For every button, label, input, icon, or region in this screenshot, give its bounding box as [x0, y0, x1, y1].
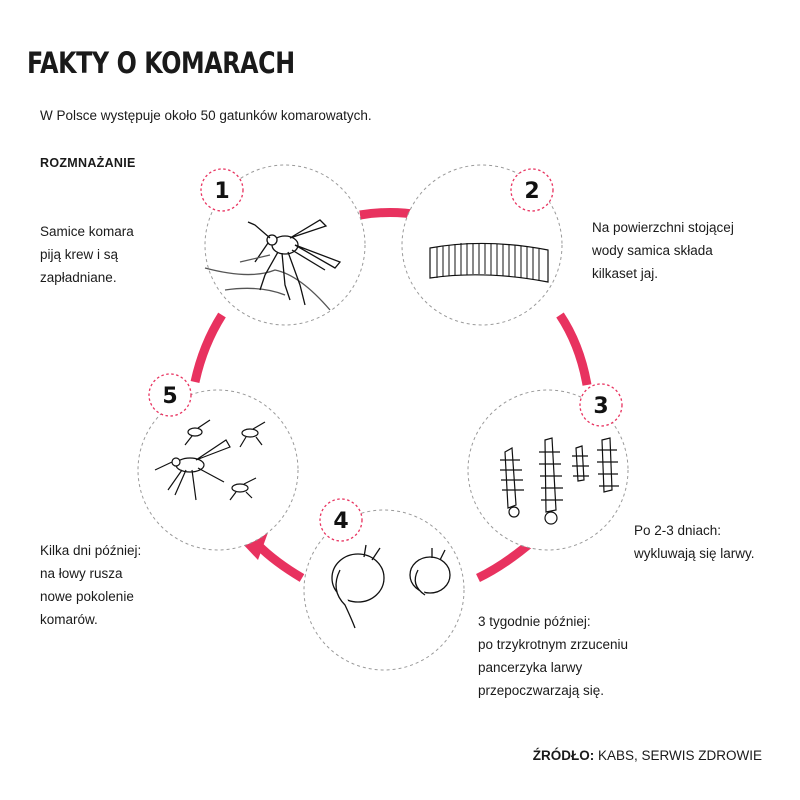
section-heading: ROZMNAŻANIE — [40, 156, 136, 170]
step-4-text: 3 tygodnie później: po trzykrotnym zrzuc… — [478, 614, 629, 698]
cycle-arc-4-5 — [254, 541, 305, 582]
step-1-number: 1 — [214, 179, 229, 204]
step-5-circle — [137, 389, 299, 551]
step-5-number: 5 — [162, 384, 177, 409]
step-4-number: 4 — [333, 509, 348, 534]
larvae-icon — [500, 437, 619, 525]
step-3-text: Po 2-3 dniach: wykluwają się larwy. — [634, 523, 755, 561]
step-5-text: Kilka dni później: na łowy rusza nowe po… — [40, 543, 142, 627]
source-value: KABS, SERWIS ZDROWIE — [597, 748, 762, 763]
page-title: FAKTY O KOMARACH — [27, 46, 295, 80]
step-1-text: Samice komara piją krew i są zapładniane… — [40, 224, 134, 285]
pupae-icon — [331, 544, 451, 629]
cycle-arc-5-1 — [190, 312, 226, 383]
source-label: ŹRÓDŁO: — [532, 748, 595, 763]
subtitle: W Polsce występuje około 50 gatunków kom… — [40, 108, 372, 123]
mosquito-biting-icon — [204, 219, 342, 311]
cycle-arc-2-3 — [556, 312, 592, 386]
step-4-circle — [303, 509, 465, 671]
step-3-number: 3 — [593, 394, 608, 419]
egg-raft-icon — [429, 242, 549, 283]
mosquitoes-flying-icon — [154, 419, 266, 501]
source-note: ŹRÓDŁO: KABS, SERWIS ZDROWIE — [533, 748, 762, 763]
step-2-number: 2 — [524, 179, 539, 204]
step-2-text: Na powierzchni stojącej wody samica skła… — [592, 220, 734, 281]
